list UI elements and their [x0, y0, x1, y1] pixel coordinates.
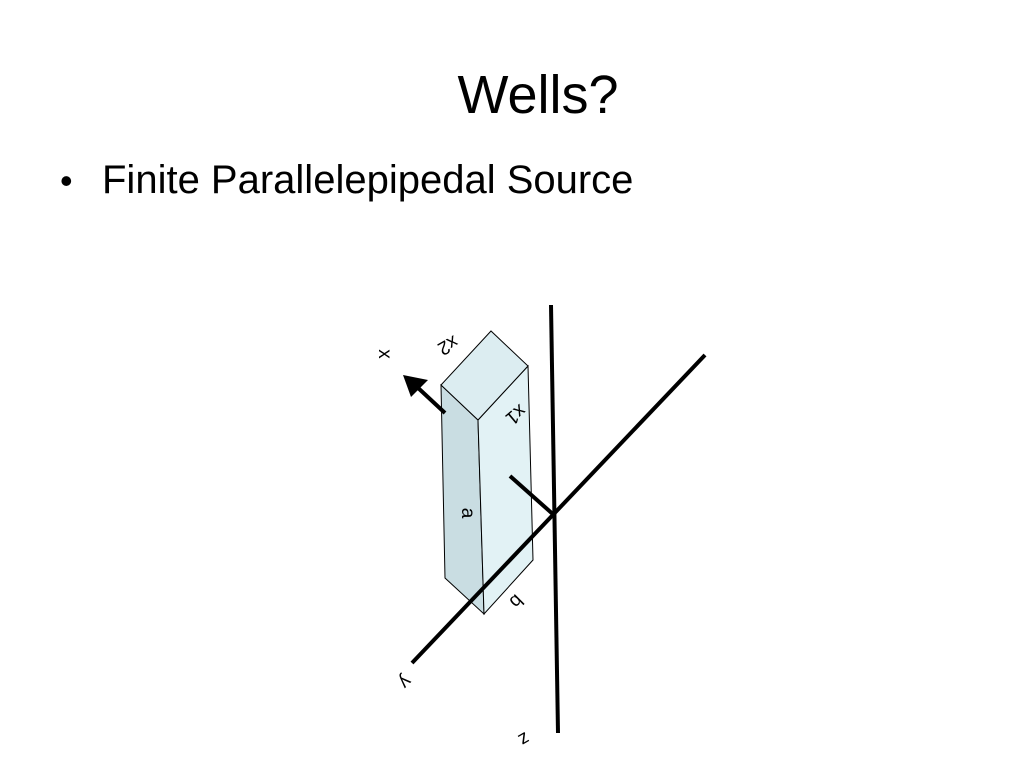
- z-axis-label: z: [514, 727, 533, 750]
- box-top-face: [440, 330, 529, 421]
- bullet-text: Finite Parallelepipedal Source: [102, 158, 634, 202]
- y-axis-label: y: [394, 671, 416, 693]
- x-arrow-shaft: [414, 384, 447, 415]
- bullet-list: • Finite Parallelepipedal Source: [60, 155, 633, 206]
- x-axis-label: x: [374, 349, 395, 359]
- slide-title: Wells?: [457, 65, 619, 125]
- bullet-item: • Finite Parallelepipedal Source: [60, 155, 633, 206]
- b-label: b: [505, 590, 527, 612]
- y-axis-line: [410, 353, 707, 665]
- x-axis-stub-line: [508, 474, 557, 518]
- a-label: a: [457, 508, 478, 519]
- bullet-dot-icon: •: [60, 160, 73, 201]
- z-axis-line: [549, 304, 560, 734]
- x2-label: x2: [434, 331, 462, 359]
- x-arrow-head-icon: [403, 375, 428, 397]
